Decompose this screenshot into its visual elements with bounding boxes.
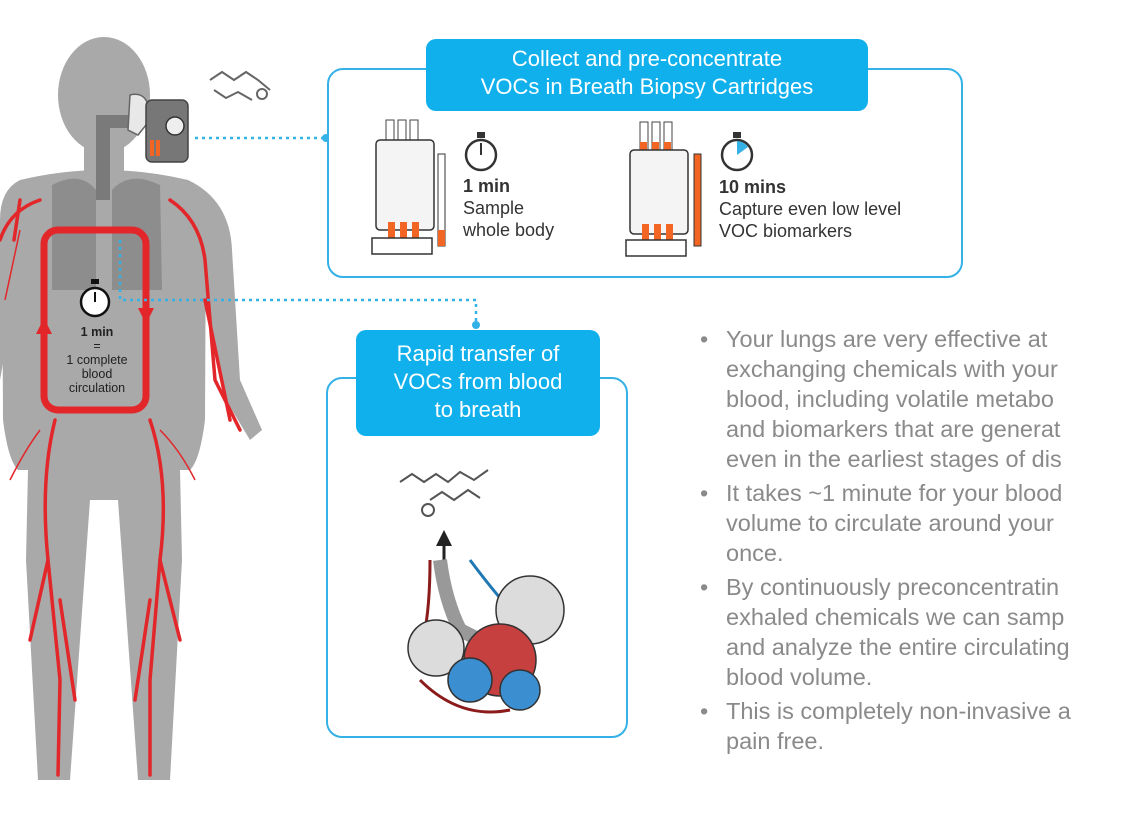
molecule-icon	[209, 70, 271, 101]
bullet-line: Your lungs are very effective at	[726, 326, 1048, 352]
bullet-line: even in the earliest stages of dis	[726, 446, 1062, 472]
mask-icon	[127, 93, 189, 163]
bullet-line: It takes ~1 minute for your blood	[726, 480, 1063, 506]
circulation-label: 1 min = 1 complete blood circulation	[52, 325, 142, 395]
connector-body-to-transfer	[118, 240, 478, 325]
circulation-equals: =	[93, 339, 101, 353]
bullet-item: This is completely non-invasive a pain f…	[700, 696, 1122, 756]
collect-left-text: 1 min Sample whole body	[463, 175, 554, 241]
bullet-line: blood, including volatile metabo	[726, 386, 1054, 412]
bullet-item: By continuously preconcentratin exhaled …	[700, 572, 1122, 692]
lungs	[52, 178, 162, 290]
bullet-line: pain free.	[726, 728, 824, 754]
bullet-line: exchanging chemicals with your	[726, 356, 1058, 382]
collect-right-line1: Capture even low level	[719, 199, 902, 219]
bullet-list: Your lungs are very effective at exchang…	[700, 324, 1122, 760]
bullet-line: By continuously preconcentratin	[726, 574, 1060, 600]
bullet-line: blood volume.	[726, 664, 873, 690]
collect-box-title: Collect and pre-concentrate VOCs in Brea…	[426, 39, 868, 111]
bullet-line: exhaled chemicals we can samp	[726, 604, 1065, 630]
circulation-line1: 1 complete	[66, 353, 128, 367]
collect-title-line2: VOCs in Breath Biopsy Cartridges	[480, 73, 814, 99]
circulation-line3: circulation	[68, 381, 126, 395]
collect-right-line2: VOC biomarkers	[719, 221, 853, 241]
collect-right-time: 10 mins	[719, 177, 787, 197]
transfer-title-line3: to breath	[434, 396, 522, 422]
bullet-line: This is completely non-invasive a	[726, 698, 1071, 724]
collect-right-text: 10 mins Capture even low level VOC bioma…	[719, 176, 901, 242]
collect-left-line1: Sample	[463, 198, 525, 218]
bullet-item: Your lungs are very effective at exchang…	[700, 324, 1122, 474]
collect-left-time: 1 min	[463, 176, 511, 196]
blood-vessels	[0, 198, 242, 777]
circulation-time: 1 min	[80, 325, 114, 339]
bullet-item: It takes ~1 minute for your blood volume…	[700, 478, 1122, 568]
stopwatch-icon	[79, 279, 111, 318]
bullet-line: volume to circulate around your	[726, 510, 1054, 536]
bullet-line: and biomarkers that are generat	[726, 416, 1061, 442]
collect-left-line2: whole body	[463, 220, 555, 240]
transfer-title-line2: VOCs from blood	[393, 368, 563, 394]
bullet-line: and analyze the entire circulating	[726, 634, 1070, 660]
transfer-box-title: Rapid transfer of VOCs from blood to bre…	[356, 330, 600, 436]
airway	[96, 115, 130, 200]
collect-title-line1: Collect and pre-concentrate	[511, 46, 783, 71]
transfer-title-line1: Rapid transfer of	[396, 341, 560, 366]
circulation-line2: blood	[81, 367, 113, 381]
bullet-line: once.	[726, 540, 784, 566]
